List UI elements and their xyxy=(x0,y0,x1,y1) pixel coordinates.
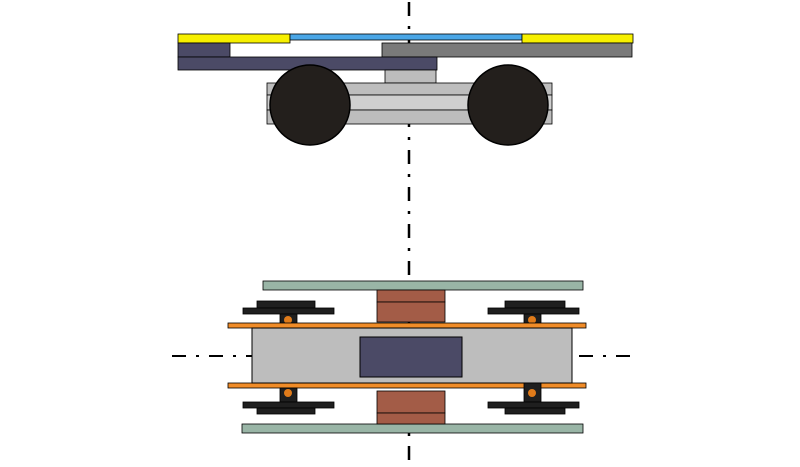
deck-blue-center xyxy=(289,33,523,41)
brown-block-top-1 xyxy=(376,289,446,303)
sage-rail-bottom xyxy=(241,423,584,434)
sage-rail-top xyxy=(262,280,584,291)
axlebox-bottom-left xyxy=(242,387,335,415)
center-pivot-block xyxy=(384,69,437,84)
wheel-left xyxy=(269,64,351,146)
brown-block-bottom-1 xyxy=(376,390,446,414)
side-view xyxy=(177,33,634,146)
brown-block-bottom-2 xyxy=(376,412,446,425)
axlebox-top-right xyxy=(487,300,580,327)
deck-slate-left xyxy=(177,42,231,58)
wheel-right xyxy=(467,64,549,146)
brown-block-top-2 xyxy=(376,301,446,323)
deck-gray-right xyxy=(381,42,633,58)
top-view xyxy=(172,280,640,434)
deck-yellow-right xyxy=(521,33,634,44)
axlebox-bottom-right xyxy=(487,382,580,415)
center-bolster-block xyxy=(359,336,463,378)
deck-yellow-left xyxy=(177,33,291,44)
orange-bar-top xyxy=(227,322,587,329)
axlebox-top-left xyxy=(242,300,335,327)
